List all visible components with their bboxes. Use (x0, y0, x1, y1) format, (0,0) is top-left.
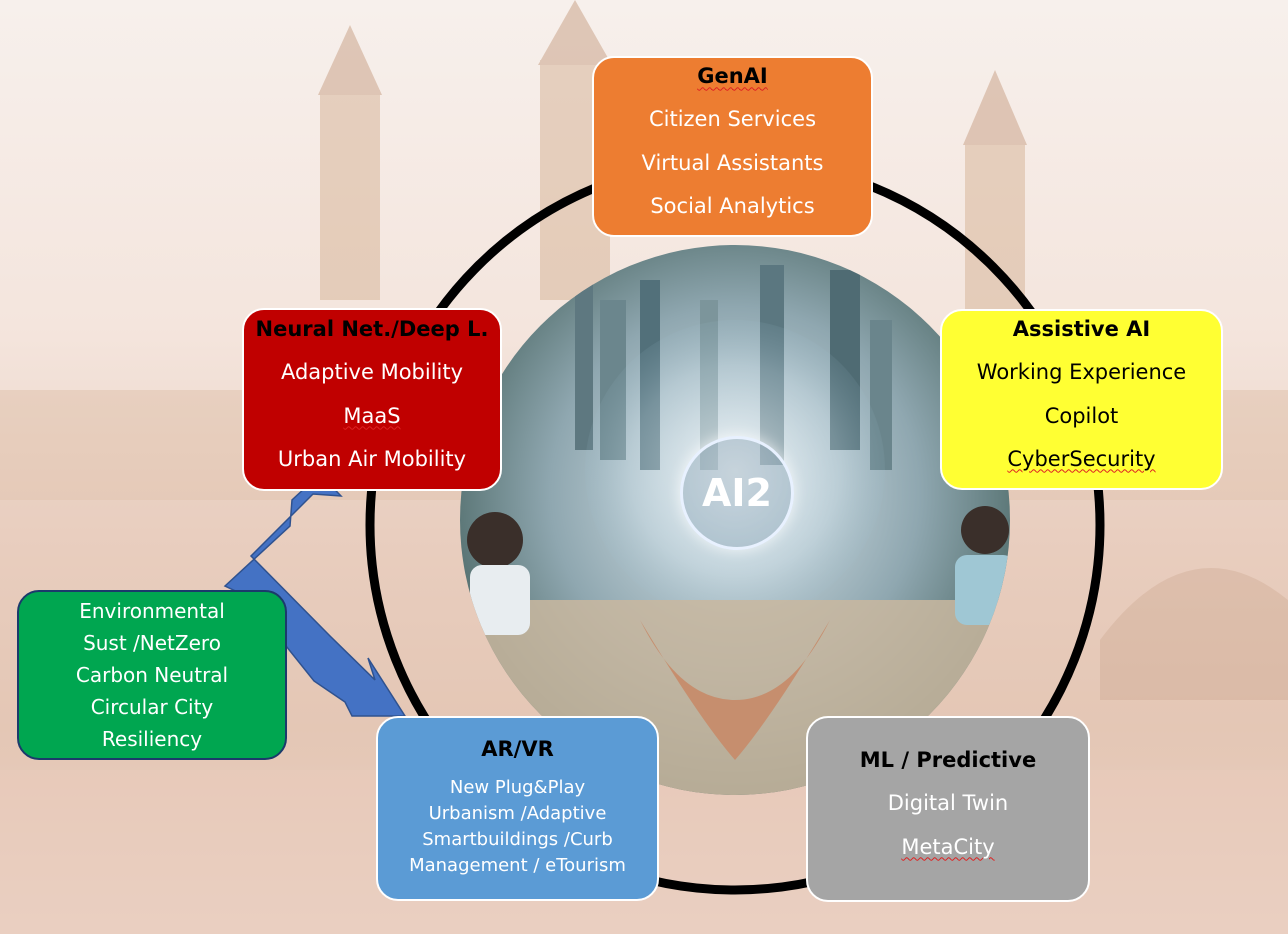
neural-net-box: Neural Net./Deep L. Adaptive Mobility Ma… (242, 308, 502, 491)
genai-title: GenAI (697, 64, 768, 89)
ar-vr-item: Smartbuildings /Curb (422, 829, 613, 851)
ar-vr-box: AR/VR New Plug&Play Urbanism /Adaptive S… (376, 716, 659, 901)
assistive-ai-item: CyberSecurity (1007, 446, 1156, 471)
environmental-item: Environmental (79, 599, 225, 623)
assistive-ai-item: Copilot (1044, 403, 1119, 428)
environmental-item: Sust /NetZero (83, 631, 221, 655)
center-ai2-badge: AI2 (680, 436, 794, 550)
genai-box: GenAI Citizen Services Virtual Assistant… (592, 56, 873, 237)
environmental-item: Carbon Neutral (75, 663, 229, 687)
ar-vr-item: Urbanism /Adaptive (428, 803, 607, 825)
center-ai2-label: AI2 (702, 471, 772, 515)
assistive-ai-title: Assistive AI (1012, 317, 1151, 342)
genai-item: Citizen Services (648, 107, 817, 132)
neural-net-item: Urban Air Mobility (277, 446, 467, 471)
ar-vr-item: New Plug&Play (449, 777, 586, 799)
neural-net-title: Neural Net./Deep L. (255, 317, 489, 342)
assistive-ai-box: Assistive AI Working Experience Copilot … (940, 309, 1223, 490)
neural-net-item: MaaS (343, 403, 401, 428)
environmental-item: Circular City (90, 695, 214, 719)
ar-vr-title: AR/VR (481, 737, 554, 762)
ml-predictive-box: ML / Predictive Digital Twin MetaCity (806, 716, 1090, 902)
assistive-ai-item: Working Experience (976, 360, 1187, 385)
ml-predictive-title: ML / Predictive (859, 748, 1037, 773)
ml-predictive-item: Digital Twin (887, 791, 1009, 816)
environmental-box: Environmental Sust /NetZero Carbon Neutr… (17, 590, 287, 760)
neural-net-item: Adaptive Mobility (280, 360, 464, 385)
genai-item: Social Analytics (650, 193, 815, 218)
environmental-item: Resiliency (101, 727, 203, 751)
ml-predictive-item: MetaCity (901, 834, 995, 859)
genai-item: Virtual Assistants (641, 150, 824, 175)
ar-vr-item: Management / eTourism (409, 854, 626, 876)
